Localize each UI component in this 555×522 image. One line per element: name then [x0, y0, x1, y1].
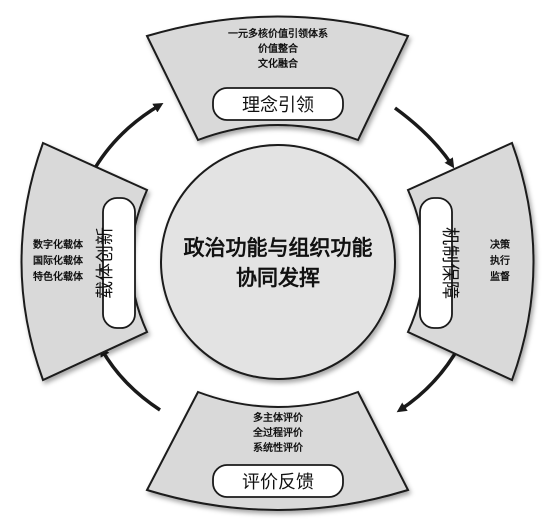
- center-node: 政治功能与组织功能 协同发挥: [160, 144, 396, 380]
- sector-left-item: 国际化载体: [33, 254, 84, 267]
- sector-left-item: 数字化载体: [33, 238, 84, 251]
- sector-bottom-item: 多主体评价: [253, 411, 304, 424]
- arrow-top-to-right: [393, 106, 455, 169]
- sector-right: 机制保障 决策 执行 监督: [406, 141, 535, 382]
- arrow-left-to-top: [93, 102, 164, 169]
- sector-top-label: 理念引领: [242, 94, 314, 116]
- sector-left: 数字化载体 国际化载体 特色化载体 载体创新: [20, 141, 149, 382]
- sector-right-label-box: [419, 197, 453, 329]
- sector-left-item: 特色化载体: [33, 270, 84, 283]
- sector-top-item: 文化融合: [258, 57, 299, 70]
- sector-top-item: 价值整合: [258, 42, 299, 55]
- sector-right-label: 机制保障: [439, 227, 460, 299]
- sector-top: 一元多核价值引领体系 价值整合 文化融合 理念引领: [145, 15, 410, 142]
- sector-top-item: 一元多核价值引领体系: [228, 27, 328, 40]
- sector-bottom-label: 评价反馈: [242, 472, 314, 493]
- sector-right-item: 监督: [490, 270, 510, 283]
- sector-left-label: 载体创新: [95, 227, 116, 299]
- center-title-line1: 政治功能与组织功能: [184, 236, 373, 260]
- sector-bottom-label-box: [212, 464, 344, 498]
- center-title-line2: 协同发挥: [236, 266, 320, 290]
- sector-left-label-box: [102, 197, 136, 329]
- arrow-right-to-bottom: [396, 344, 462, 413]
- sector-top-label-box: [212, 87, 344, 121]
- sector-bottom-item: 系统性评价: [253, 441, 304, 454]
- sector-right-item: 决策: [490, 238, 511, 251]
- arrow-bottom-to-left: [100, 346, 161, 412]
- center-circle: [160, 144, 396, 380]
- sector-bottom: 多主体评价 全过程评价 系统性评价 评价反馈: [145, 390, 410, 511]
- sector-bottom-item: 全过程评价: [252, 426, 304, 439]
- sector-right-item: 执行: [490, 254, 510, 267]
